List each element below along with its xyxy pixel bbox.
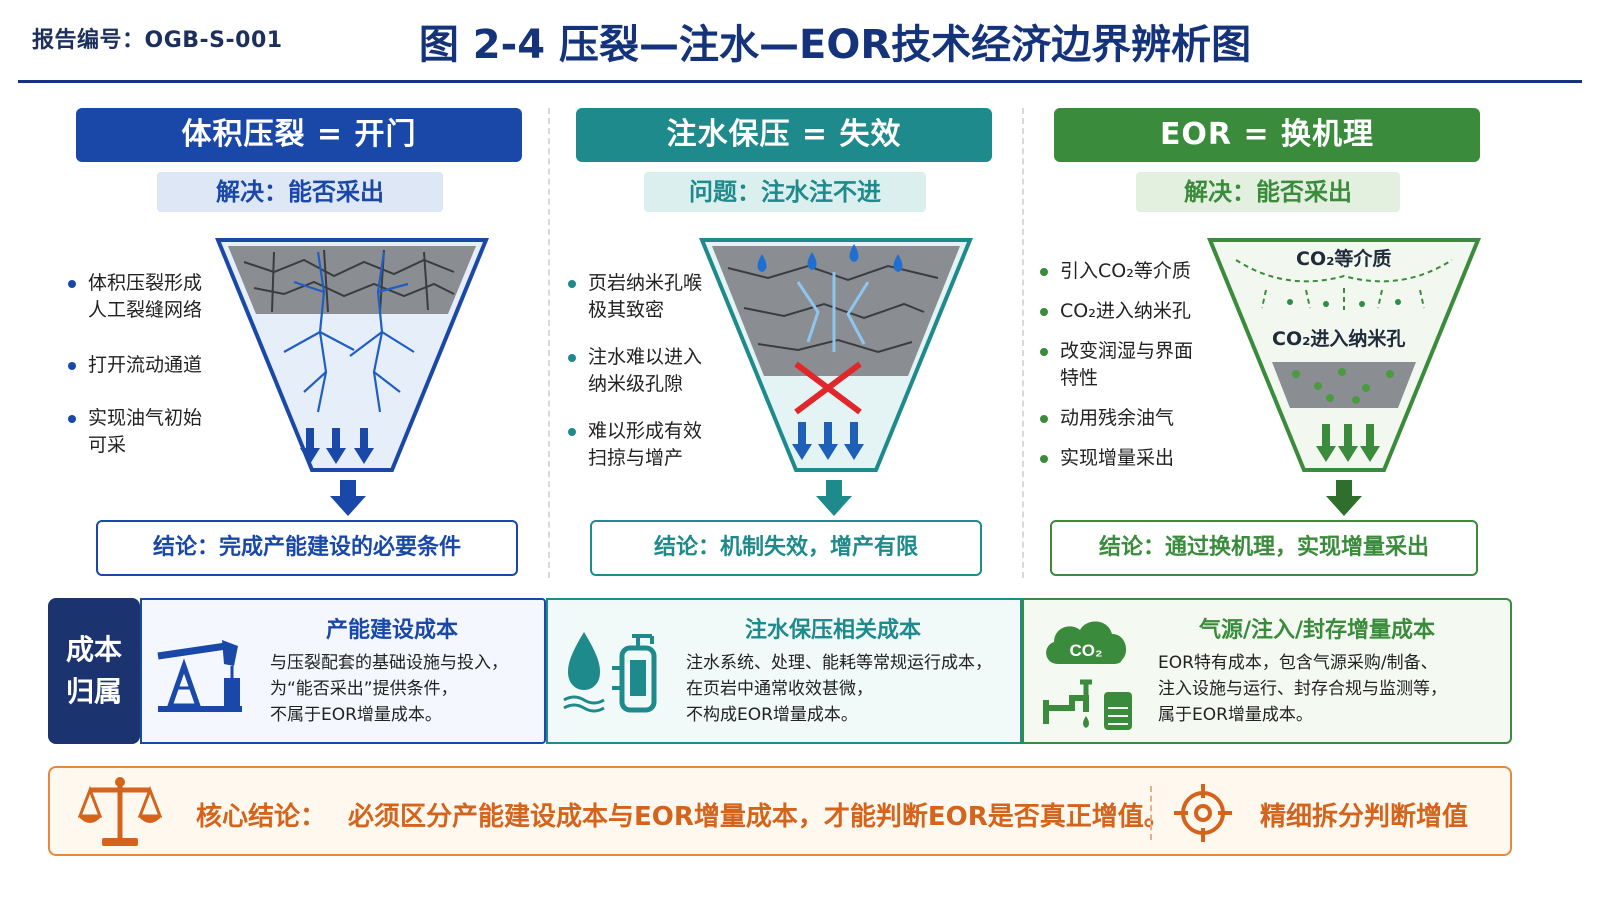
column-eor: EOR = 换机理 解决：能否采出 引入CO₂等介质 CO₂进入纳米孔 改变润湿… <box>1038 106 1508 586</box>
column-subtitle: 问题：注水注不进 <box>644 172 926 212</box>
column-fracturing: 体积压裂 = 开门 解决：能否采出 体积压裂形成人工裂缝网络 打开流动通道 实现… <box>66 106 536 586</box>
down-arrow-icon <box>330 480 366 516</box>
water-drop-icon <box>757 244 903 272</box>
cost-card-water: 注水保压相关成本 注水系统、处理、能耗等常规运行成本， 在页岩中通常收效甚微， … <box>546 598 1022 744</box>
cost-attribution-panel: 成本归属 产能建设成本 与压裂配套的基础设施与投入， 为“能否采出”提供条件， … <box>48 598 1512 744</box>
column-water-injection: 注水保压 = 失效 问题：注水注不进 页岩纳米孔喉极其致密 注水难以进入纳米级孔… <box>566 106 1036 586</box>
column-header: EOR = 换机理 <box>1054 108 1480 162</box>
cost-card-line: 不属于EOR增量成本。 <box>270 705 442 725</box>
blocked-cross-icon <box>794 361 862 415</box>
co2-cloud-icon: CO₂ <box>1043 621 1132 730</box>
core-conclusion-label: 核心结论： <box>196 802 327 832</box>
cost-card-capacity: 产能建设成本 与压裂配套的基础设施与投入， 为“能否采出”提供条件， 不属于EO… <box>140 598 546 744</box>
bullet-item: 体积压裂形成人工裂缝网络 <box>66 270 216 324</box>
down-arrow-icon <box>816 480 852 516</box>
core-separator <box>1150 786 1152 840</box>
bullet-item: 实现增量采出 <box>1038 445 1206 472</box>
cost-card-line: 与压裂配套的基础设施与投入， <box>270 653 508 673</box>
core-right-slogan: 精细拆分判断增值 <box>1260 802 1469 832</box>
core-conclusion-text: 必须区分产能建设成本与EOR增量成本，才能判断EOR是否真正增值。 <box>348 802 1170 832</box>
column-divider <box>548 108 550 578</box>
water-injection-funnel-diagram <box>699 238 973 472</box>
fracture-network-icon <box>283 251 415 413</box>
bullet-list: 体积压裂形成人工裂缝网络 打开流动通道 实现油气初始可采 <box>66 270 216 459</box>
eor-funnel-diagram <box>1207 238 1481 472</box>
funnel-label-co2-nanopore: CO₂进入纳米孔 <box>1272 328 1406 350</box>
cost-card-line: 不构成EOR增量成本。 <box>686 705 858 725</box>
column-divider <box>1022 108 1024 578</box>
cost-card-line: 在页岩中通常收效甚微， <box>686 679 873 699</box>
figure-title: 图 2-4 压裂—注水—EOR技术经济边界辨析图 <box>418 22 1252 68</box>
title-divider <box>18 80 1582 83</box>
cost-card-line: 注入设施与运行、封存合规与监测等， <box>1158 679 1447 699</box>
cost-card-line: 属于EOR增量成本。 <box>1158 705 1313 725</box>
bullet-item: 打开流动通道 <box>66 352 216 379</box>
cost-card-line: 为“能否采出”提供条件， <box>270 679 458 699</box>
bullet-item: 动用残余油气 <box>1038 405 1206 432</box>
down-arrow-icon <box>1326 480 1362 516</box>
column-subtitle: 解决：能否采出 <box>157 172 443 212</box>
bullet-item: 难以形成有效扫掠与增产 <box>566 418 712 472</box>
cost-card-title: 注水保压相关成本 <box>744 618 921 643</box>
co2-icon-text: CO₂ <box>1069 641 1102 660</box>
bullet-item: 引入CO₂等介质 <box>1038 258 1206 285</box>
cost-card-description: 与压裂配套的基础设施与投入， 为“能否采出”提供条件， 不属于EOR增量成本。 <box>270 650 546 728</box>
fracture-funnel-diagram <box>215 238 489 472</box>
cost-card-description: EOR特有成本，包含气源采购/制备、 注入设施与运行、封存合规与监测等， 属于E… <box>1158 650 1508 728</box>
cost-card-title: 产能建设成本 <box>325 618 458 643</box>
cost-card-line: 注水系统、处理、能耗等常规运行成本， <box>686 653 992 673</box>
bullet-list: 引入CO₂等介质 CO₂进入纳米孔 改变润湿与界面特性 动用残余油气 实现增量采… <box>1038 258 1206 472</box>
conclusion-box: 结论：完成产能建设的必要条件 <box>96 520 518 576</box>
cost-card-description: 注水系统、处理、能耗等常规运行成本， 在页岩中通常收效甚微， 不构成EOR增量成… <box>686 650 1020 728</box>
report-number: 报告编号：OGB-S-001 <box>32 28 283 53</box>
co2-flow-icon <box>1235 259 1453 310</box>
bullet-item: 注水难以进入纳米级孔隙 <box>566 344 712 398</box>
bullet-item: CO₂进入纳米孔 <box>1038 298 1206 325</box>
water-tank-icon <box>563 632 657 713</box>
conclusion-box: 结论：通过换机理，实现增量采出 <box>1050 520 1478 576</box>
bullet-item: 实现油气初始可采 <box>66 405 216 459</box>
cost-card-eor: CO₂ 气源/注入/封存增量成本 EOR特有成本，包含气源采购/制备、 注入设施… <box>1022 598 1512 744</box>
cost-tag-label: 成本归属 <box>65 633 122 708</box>
cost-card-title: 气源/注入/封存增量成本 <box>1198 618 1436 643</box>
funnel-label-co2-medium: CO₂等介质 <box>1296 248 1392 270</box>
bullet-item: 页岩纳米孔喉极其致密 <box>566 270 712 324</box>
bullet-item: 改变润湿与界面特性 <box>1038 338 1206 392</box>
column-header: 注水保压 = 失效 <box>576 108 992 162</box>
conclusion-box: 结论：机制失效，增产有限 <box>590 520 982 576</box>
pumpjack-icon <box>157 640 242 712</box>
cost-card-line: EOR特有成本，包含气源采购/制备、 <box>1158 653 1438 673</box>
column-header: 体积压裂 = 开门 <box>76 108 522 162</box>
balance-scale-icon <box>78 777 162 846</box>
column-subtitle: 解决：能否采出 <box>1136 172 1400 212</box>
core-conclusion-box: 核心结论： 必须区分产能建设成本与EOR增量成本，才能判断EOR是否真正增值。 … <box>48 766 1512 856</box>
bullet-list: 页岩纳米孔喉极其致密 注水难以进入纳米级孔隙 难以形成有效扫掠与增产 <box>566 270 712 472</box>
cost-attribution-tag: 成本归属 <box>48 598 140 744</box>
target-crosshair-icon <box>1174 784 1232 842</box>
